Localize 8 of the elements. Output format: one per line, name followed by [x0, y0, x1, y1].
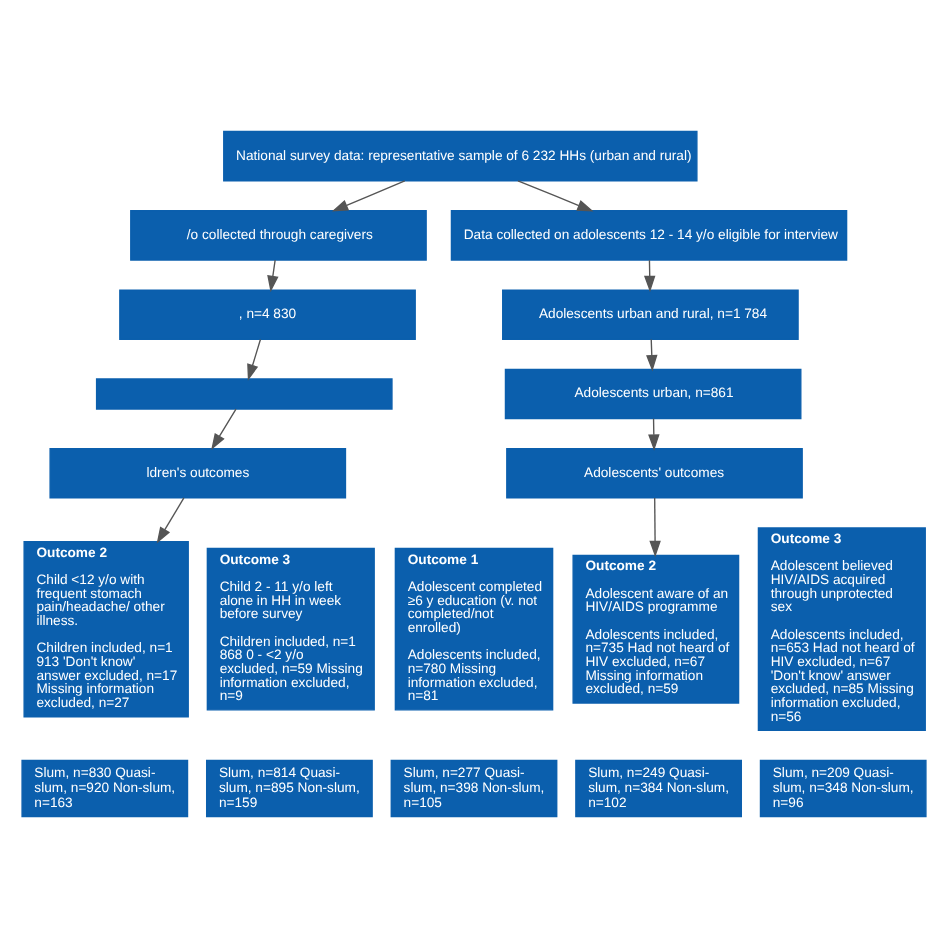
- node-box: [95, 378, 393, 410]
- arrow: [649, 497, 661, 558]
- arrow: [267, 259, 279, 293]
- arrow: [331, 180, 406, 212]
- arrow: [247, 338, 262, 381]
- arrow: [156, 497, 185, 544]
- arrow: [211, 408, 237, 450]
- arrow: [517, 180, 594, 212]
